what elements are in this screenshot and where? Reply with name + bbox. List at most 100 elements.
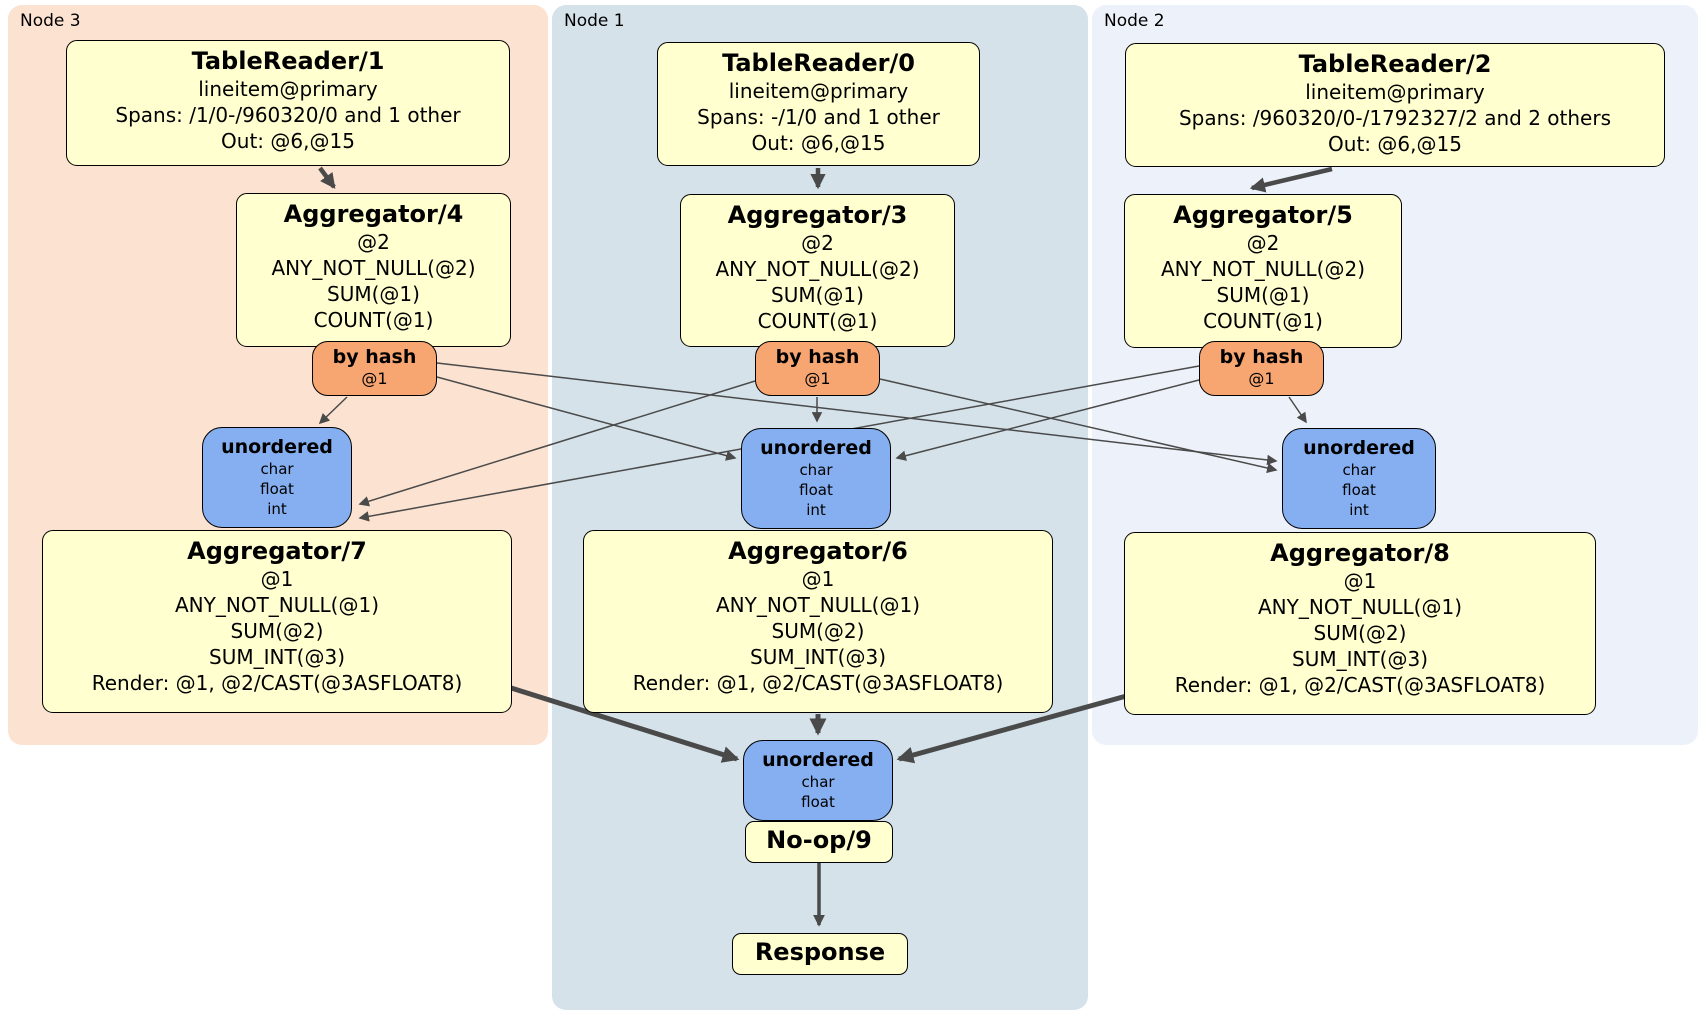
box-title: Aggregator/3 <box>727 201 908 229</box>
box-line: SUM(@1) <box>1216 283 1310 307</box>
edge-agg7-syncfinal <box>507 684 740 763</box>
box-title: unordered <box>760 437 872 459</box>
box-line: COUNT(@1) <box>313 308 434 332</box>
edge-hash1-sync2 <box>879 378 1278 474</box>
box-line: int <box>267 500 287 518</box>
box-line: Out: @6,@15 <box>1328 132 1462 156</box>
box-line: lineitem@primary <box>1305 80 1485 104</box>
box-title: TableReader/2 <box>1298 50 1492 78</box>
processor-aggregator-3: Aggregator/3 @2 ANY_NOT_NULL(@2) SUM(@1)… <box>680 194 955 347</box>
box-line: SUM(@1) <box>771 283 864 307</box>
box-line: @1 <box>1343 569 1377 593</box>
box-line: @2 <box>801 231 834 255</box>
box-line: ANY_NOT_NULL(@1) <box>175 593 379 617</box>
processor-aggregator-4: Aggregator/4 @2 ANY_NOT_NULL(@2) SUM(@1)… <box>236 193 511 347</box>
box-title: by hash <box>775 346 860 368</box>
edge-tr1-agg4 <box>318 166 336 189</box>
sync-unordered-node2: unordered char float int <box>1282 428 1436 529</box>
panel-node1-label: Node 1 <box>564 11 625 31</box>
box-line: SUM(@1) <box>327 282 420 306</box>
box-line: ANY_NOT_NULL(@1) <box>1258 595 1462 619</box>
box-line: int <box>806 501 826 519</box>
box-line: Spans: -/1/0 and 1 other <box>697 105 940 129</box>
box-line: @1 <box>260 567 294 591</box>
box-line: Render: @1, @2/CAST(@3ASFLOAT8) <box>1174 673 1546 697</box>
edge-hash3-sync2 <box>436 362 1278 466</box>
box-line: SUM(@2) <box>1313 621 1407 645</box>
box-title: by hash <box>332 346 417 368</box>
edge-hash3-sync1 <box>436 376 737 461</box>
box-line: COUNT(@1) <box>757 309 878 333</box>
box-line: lineitem@primary <box>728 79 909 103</box>
box-line: float <box>1342 481 1376 499</box>
panel-node2-label: Node 2 <box>1104 11 1165 31</box>
router-by-hash-node3: by hash @1 <box>312 341 437 396</box>
box-line: @1 <box>801 567 835 591</box>
edge-tr2-agg5 <box>1249 166 1333 193</box>
processor-aggregator-5: Aggregator/5 @2 ANY_NOT_NULL(@2) SUM(@1)… <box>1124 194 1402 348</box>
box-line: ANY_NOT_NULL(@2) <box>1161 257 1365 281</box>
processor-aggregator-6: Aggregator/6 @1 ANY_NOT_NULL(@1) SUM(@2)… <box>583 530 1053 713</box>
box-title: Response <box>754 938 886 966</box>
box-line: char <box>1342 461 1376 479</box>
terminal-response: Response <box>732 933 908 975</box>
box-line: SUM_INT(@3) <box>209 645 345 669</box>
router-by-hash-node1: by hash @1 <box>755 341 880 396</box>
processor-no-op-9: No-op/9 <box>745 821 893 863</box>
box-line: @1 <box>1248 369 1275 388</box>
edge-hash2-sync2 <box>1288 396 1307 424</box>
box-line: char <box>799 461 833 479</box>
sync-unordered-final: unordered char float <box>743 740 893 821</box>
processor-aggregator-8: Aggregator/8 @1 ANY_NOT_NULL(@1) SUM(@2)… <box>1124 532 1596 715</box>
box-title: Aggregator/4 <box>283 200 464 228</box>
box-line: ANY_NOT_NULL(@2) <box>715 257 920 281</box>
box-line: ANY_NOT_NULL(@1) <box>716 593 920 617</box>
panel-node3-label: Node 3 <box>20 11 81 31</box>
box-line: Render: @1, @2/CAST(@3ASFLOAT8) <box>91 671 463 695</box>
box-line: float <box>801 793 835 811</box>
edge-hash2-sync1 <box>895 379 1200 461</box>
box-title: Aggregator/6 <box>728 537 908 565</box>
box-line: Out: @6,@15 <box>221 129 355 153</box>
processor-tablereader-1: TableReader/1 lineitem@primary Spans: /1… <box>66 40 510 166</box>
box-line: Out: @6,@15 <box>751 131 886 155</box>
processor-tablereader-0: TableReader/0 lineitem@primary Spans: -/… <box>657 42 980 166</box>
box-title: Aggregator/7 <box>187 537 367 565</box>
box-line: Spans: /960320/0-/1792327/2 and 2 others <box>1178 106 1611 130</box>
box-title: unordered <box>762 749 874 771</box>
box-line: ANY_NOT_NULL(@2) <box>271 256 476 280</box>
box-title: unordered <box>1303 437 1415 459</box>
edge-hash3-sync3 <box>318 396 348 425</box>
box-title: No-op/9 <box>766 826 872 854</box>
box-line: Render: @1, @2/CAST(@3ASFLOAT8) <box>632 671 1004 695</box>
box-title: Aggregator/8 <box>1270 539 1450 567</box>
box-line: SUM(@2) <box>771 619 865 643</box>
box-line: float <box>260 480 294 498</box>
box-line: int <box>1349 501 1369 519</box>
sync-unordered-node1: unordered char float int <box>741 428 891 529</box>
box-line: char <box>801 773 835 791</box>
box-title: TableReader/0 <box>722 49 915 77</box>
edge-hash1-sync3 <box>358 380 756 507</box>
box-line: float <box>799 481 833 499</box>
box-title: TableReader/1 <box>191 47 385 75</box>
box-line: Spans: /1/0-/960320/0 and 1 other <box>115 103 461 127</box>
box-line: COUNT(@1) <box>1203 309 1323 333</box>
router-by-hash-node2: by hash @1 <box>1199 341 1324 396</box>
processor-aggregator-7: Aggregator/7 @1 ANY_NOT_NULL(@1) SUM(@2)… <box>42 530 512 713</box>
box-line: SUM_INT(@3) <box>750 645 886 669</box>
box-line: @2 <box>1246 231 1280 255</box>
sync-unordered-node3: unordered char float int <box>202 427 352 528</box>
box-title: unordered <box>221 436 333 458</box>
edge-agg8-syncfinal <box>896 692 1131 764</box>
box-line: @1 <box>361 369 388 388</box>
box-line: SUM_INT(@3) <box>1292 647 1428 671</box>
box-line: @2 <box>357 230 390 254</box>
processor-tablereader-2: TableReader/2 lineitem@primary Spans: /9… <box>1125 43 1665 167</box>
box-line: char <box>260 460 294 478</box>
box-line: SUM(@2) <box>230 619 324 643</box>
box-line: @1 <box>804 369 831 388</box>
box-title: by hash <box>1219 346 1304 368</box>
